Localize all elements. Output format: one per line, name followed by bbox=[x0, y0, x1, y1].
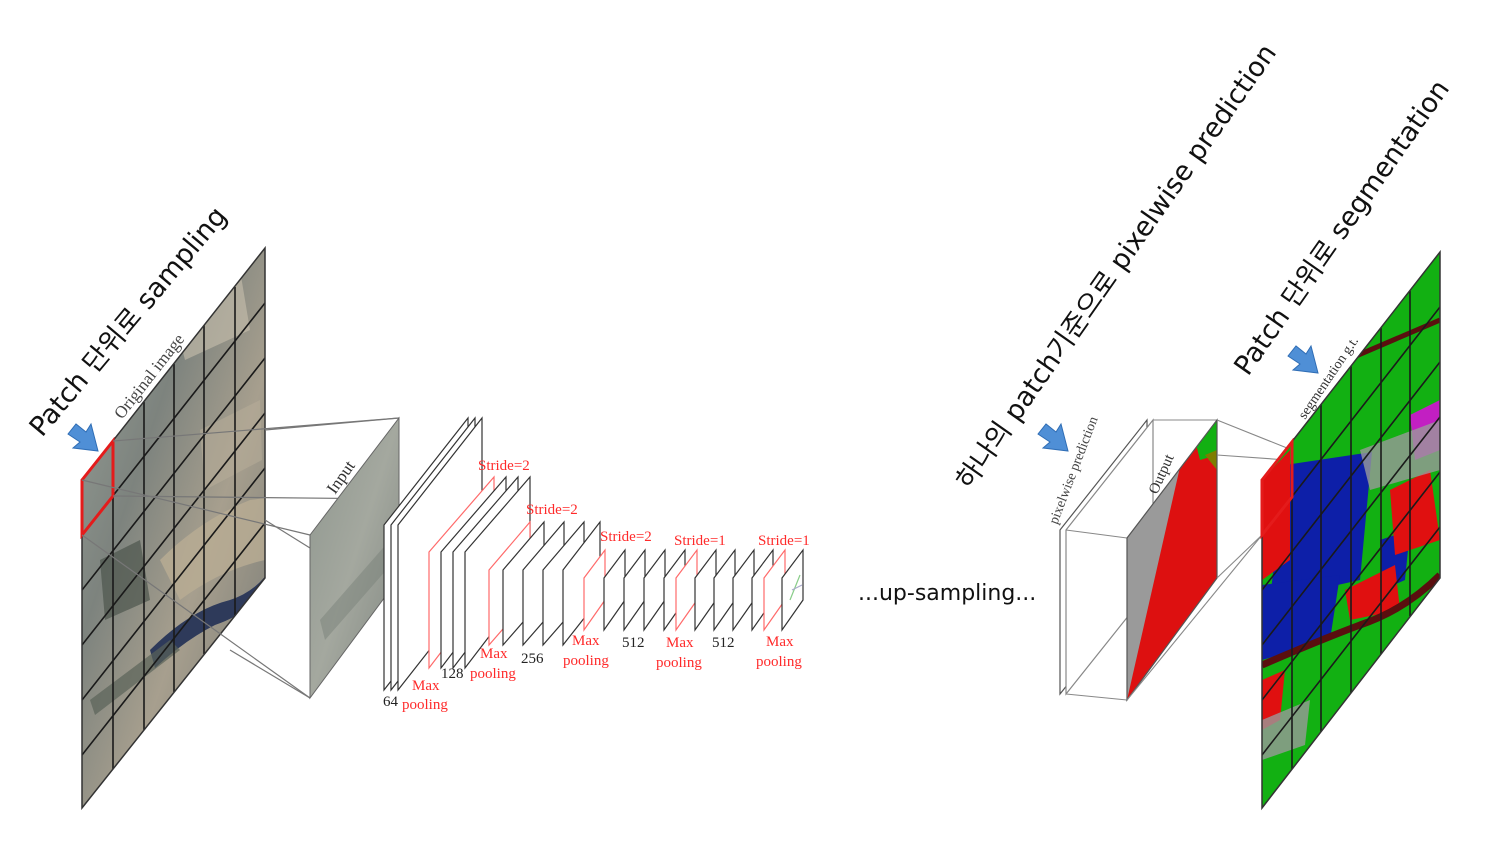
original-to-input-connectors bbox=[81, 417, 400, 699]
max-pooling-label: Max bbox=[412, 678, 440, 694]
max-pooling-labels: Max pooling Max pooling Max pooling Max … bbox=[402, 633, 802, 713]
upsampling-label: ...up-sampling... bbox=[858, 581, 1036, 606]
max-pooling-label: pooling bbox=[402, 697, 448, 713]
conv-stage-2 bbox=[428, 475, 531, 670]
conv-stage-4 bbox=[583, 548, 686, 632]
channel-label: 256 bbox=[521, 651, 544, 667]
stride-label: Stride=1 bbox=[758, 533, 810, 549]
max-pooling-label: Max bbox=[666, 635, 694, 651]
channel-label: 64 bbox=[383, 694, 399, 710]
max-pooling-label: Max bbox=[766, 634, 794, 650]
stride-label: Stride=2 bbox=[600, 529, 652, 545]
stride-label: Stride=2 bbox=[526, 502, 578, 518]
segmentation-patch-highlight bbox=[1260, 437, 1294, 540]
channel-label: 512 bbox=[622, 635, 645, 651]
stride-label: Stride=2 bbox=[478, 458, 530, 474]
conv-stage-5 bbox=[675, 548, 774, 632]
max-pooling-label: Max bbox=[480, 646, 508, 662]
conv-stage-6 bbox=[763, 548, 804, 632]
pixelwise-to-output-connectors bbox=[1065, 419, 1217, 701]
max-pooling-label: pooling bbox=[656, 655, 702, 671]
max-pooling-label: pooling bbox=[756, 654, 802, 670]
stride-labels: Stride=2 Stride=2 Stride=2 Stride=1 Stri… bbox=[478, 458, 810, 549]
output-to-segmentation-connectors bbox=[1126, 419, 1288, 701]
max-pooling-label: Max bbox=[572, 633, 600, 649]
channel-labels: 64 128 256 512 512 bbox=[383, 635, 735, 710]
arrow-down-right-icon bbox=[1287, 344, 1319, 374]
channel-label: 128 bbox=[441, 666, 464, 682]
max-pooling-label: pooling bbox=[563, 653, 609, 669]
arrow-down-right-icon bbox=[67, 422, 99, 452]
channel-label: 512 bbox=[712, 635, 735, 651]
arrow-down-right-icon bbox=[1037, 422, 1069, 452]
max-pooling-label: pooling bbox=[470, 666, 516, 682]
arrow-icons bbox=[67, 344, 1319, 452]
stride-label: Stride=1 bbox=[674, 533, 726, 549]
